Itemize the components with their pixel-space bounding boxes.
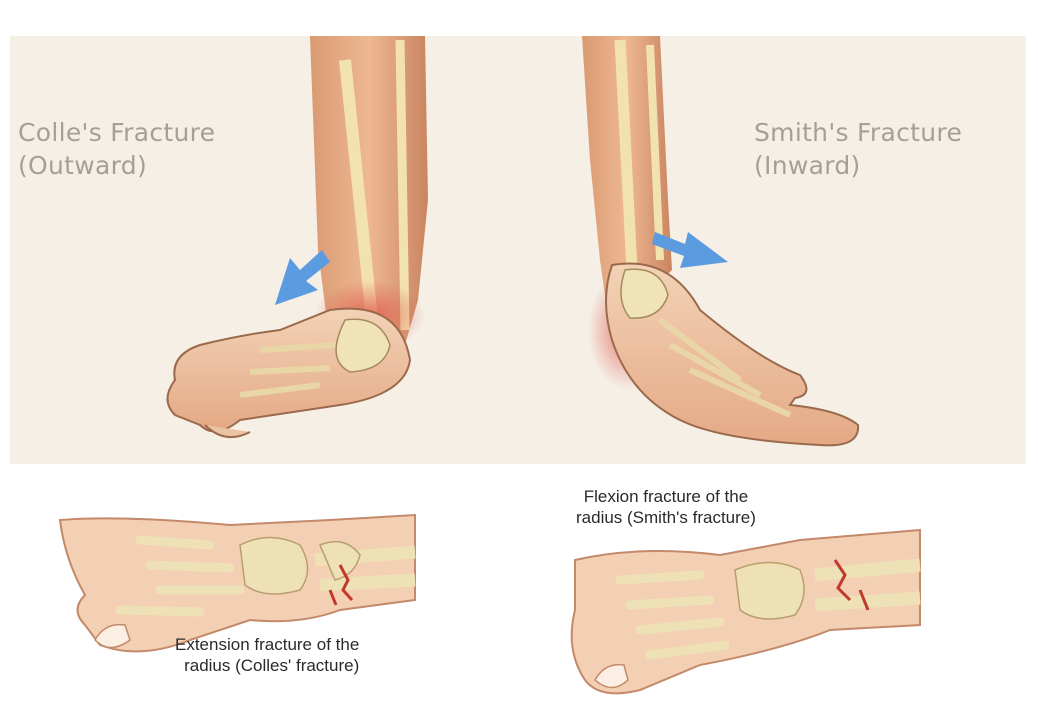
smiths-label-line2: (Inward) (754, 151, 861, 180)
colles-fracture-label: Colle's Fracture (Outward) (18, 116, 215, 182)
colles-label-line2: (Outward) (18, 151, 148, 180)
flexion-caption-line1: Flexion fracture of the (583, 487, 749, 506)
outward-arrow-icon (275, 250, 330, 305)
smiths-label-line1: Smith's Fracture (754, 118, 963, 147)
flexion-fracture-illustration (570, 528, 921, 695)
smiths-fracture-label: Smith's Fracture (Inward) (754, 116, 962, 182)
inward-arrow-icon (652, 232, 728, 268)
extension-caption-line1: Extension fracture of the (175, 635, 360, 654)
colles-forearm-top (310, 36, 428, 350)
extension-caption-line2: radius (Colles' fracture) (184, 656, 360, 675)
extension-fracture-illustration (58, 513, 416, 653)
extension-fracture-caption: Extension fracture of the radius (Colles… (175, 634, 359, 676)
colles-hand-top (166, 307, 412, 439)
smiths-hand-top (605, 262, 860, 447)
colles-label-line1: Colle's Fracture (18, 118, 216, 147)
flexion-caption-line2: radius (Smith's fracture) (576, 508, 756, 527)
flexion-fracture-caption: Flexion fracture of the radius (Smith's … (576, 486, 756, 528)
